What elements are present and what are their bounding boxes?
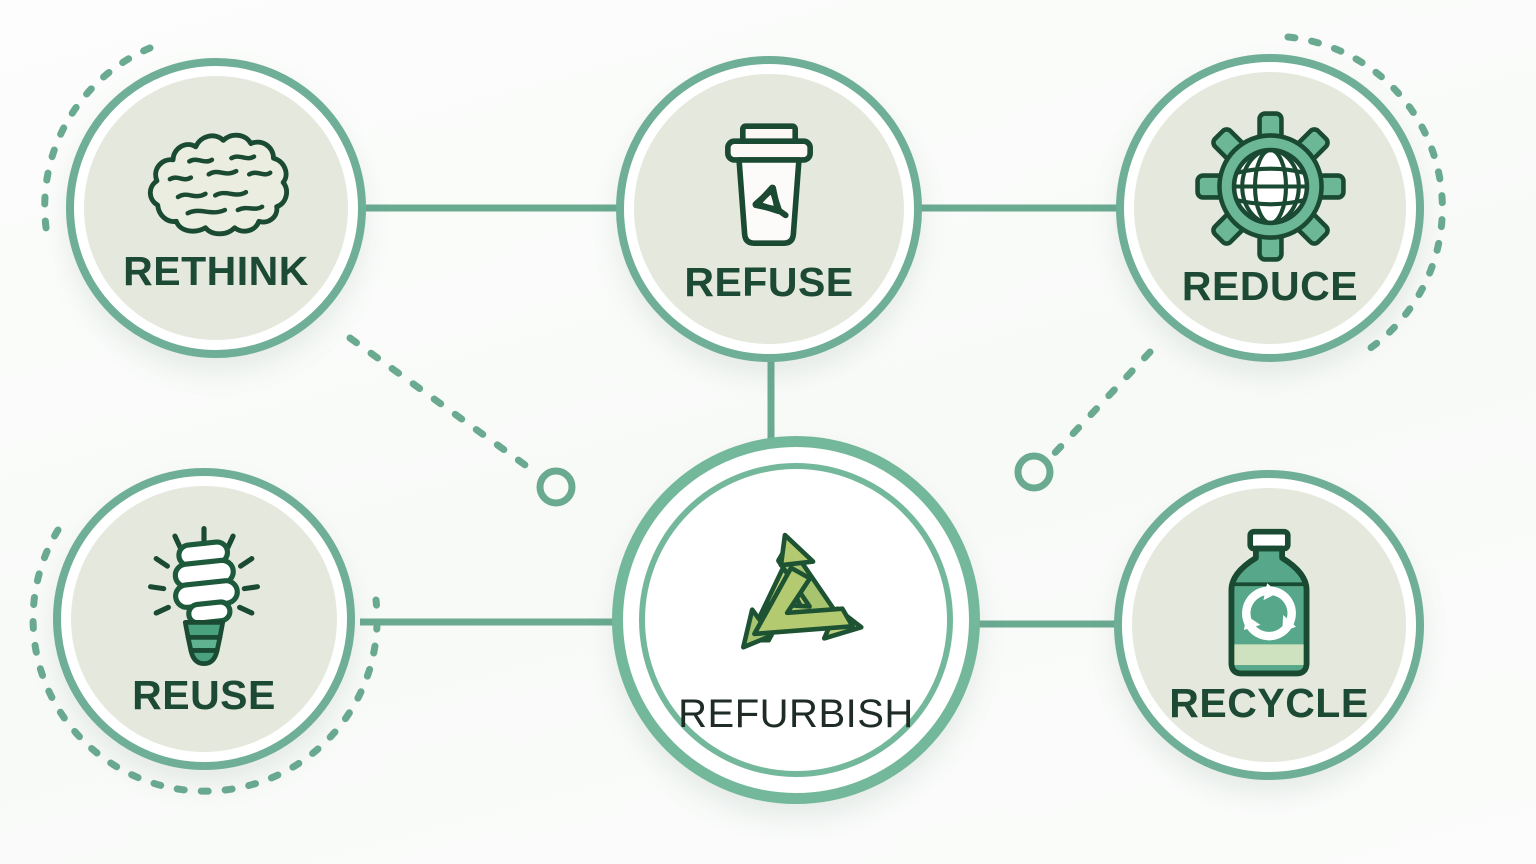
node-refuse-label: REFUSE: [684, 259, 854, 305]
node-recycle-label: RECYCLE: [1169, 680, 1369, 726]
dotted-arc-reuse: [29, 526, 381, 795]
node-refurbish: REFURBISH: [612, 436, 980, 804]
node-reduce: REDUCE: [1116, 54, 1424, 362]
cfl-bulb-icon: [129, 523, 279, 673]
recycle-arrows-icon: [694, 507, 899, 692]
node-refuse: REFUSE: [616, 56, 922, 362]
node-refurbish-label: REFURBISH: [678, 691, 914, 736]
dotted-link-reduce: [1046, 348, 1154, 462]
node-reuse-label: REUSE: [132, 671, 276, 718]
dotted-arc-rethink: [41, 44, 154, 244]
node-reuse: REUSE: [53, 468, 355, 770]
dotted-link-reduce-terminal: [1014, 452, 1054, 492]
node-reduce-label: REDUCE: [1181, 263, 1359, 309]
dotted-link-rethink-terminal: [536, 467, 576, 507]
node-rethink-label: RETHINK: [123, 248, 309, 294]
dotted-link-rethink: [346, 334, 536, 474]
waste-bin-icon: [694, 115, 844, 260]
recycle-bottle-icon: [1199, 526, 1339, 681]
gear-globe-icon: [1193, 109, 1348, 264]
node-recycle: RECYCLE: [1114, 470, 1424, 780]
node-rethink: RETHINK: [66, 58, 366, 358]
brain-icon: [131, 124, 301, 249]
